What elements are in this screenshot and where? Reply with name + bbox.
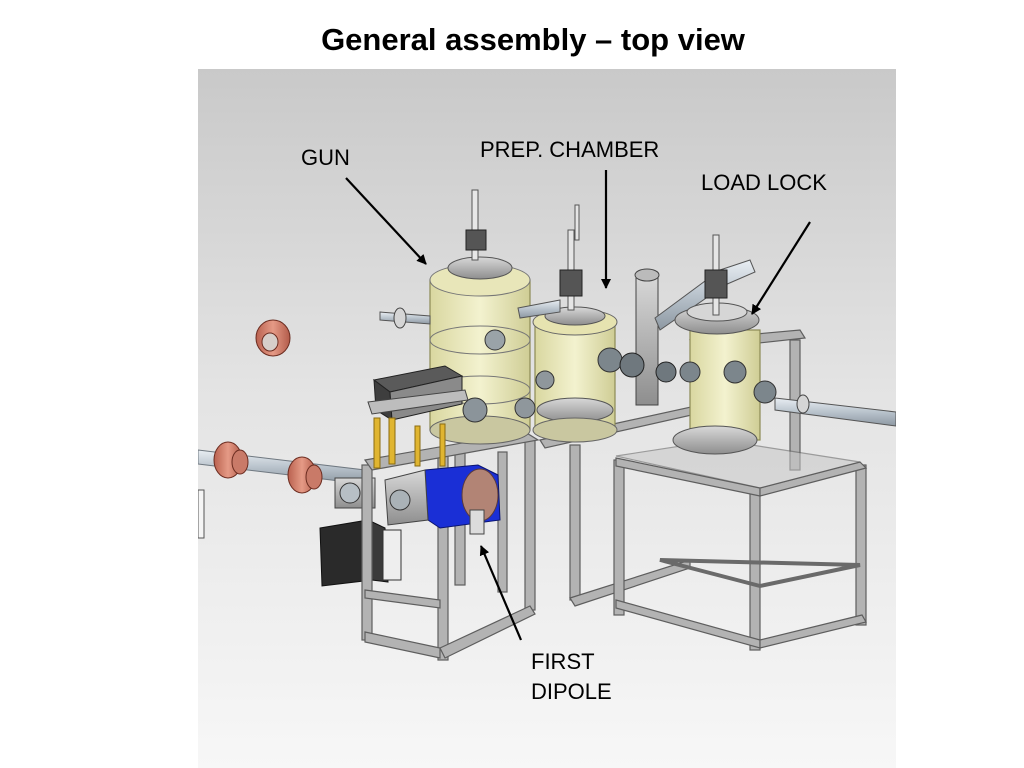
gun-label: GUN (301, 145, 350, 170)
slide-title: General assembly – top view (321, 22, 745, 57)
prep-chamber-label: PREP. CHAMBER (480, 137, 660, 162)
solenoid-coil-1 (213, 441, 249, 479)
load-lock-label: LOAD LOCK (701, 170, 827, 195)
first-dipole-label-line1: FIRST (531, 649, 595, 674)
prep-chamber (514, 204, 623, 443)
electronics-box-lower (319, 519, 402, 587)
electronics-box-upper (367, 365, 469, 421)
first-dipole-magnet (384, 464, 501, 535)
loadlock-frame (613, 329, 868, 651)
support-posts (373, 417, 446, 469)
load-lock-chamber (672, 234, 896, 455)
solenoid-coil-2 (287, 456, 323, 494)
first-dipole-label-line2: DIPOLE (531, 679, 612, 704)
loose-coil (255, 319, 291, 357)
cad-render (198, 69, 896, 768)
